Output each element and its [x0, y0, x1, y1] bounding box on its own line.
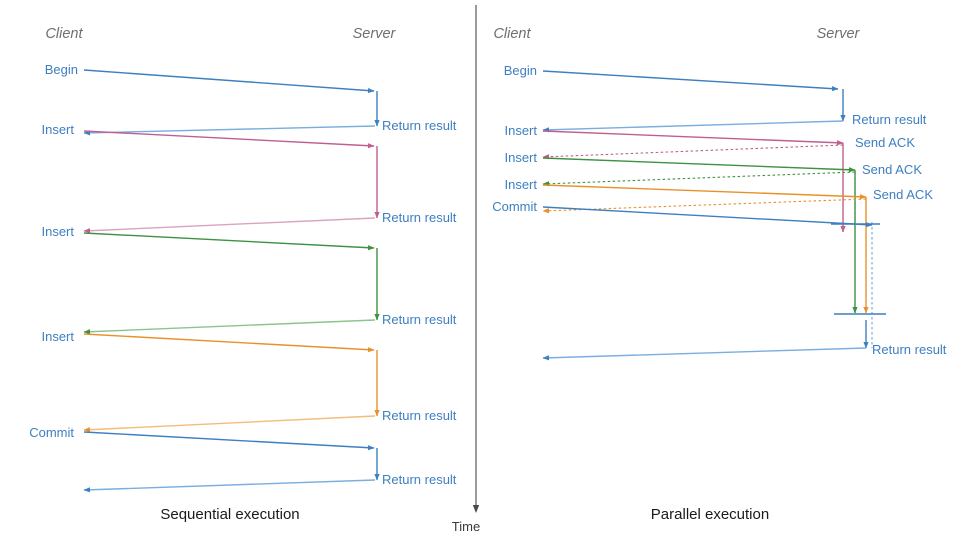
- message-arrow-response: [83, 479, 376, 493]
- message-arrow-request: [83, 431, 375, 451]
- message-arrow-request: [83, 69, 375, 94]
- panel-parallel: [542, 70, 886, 361]
- panels-group: [83, 69, 886, 493]
- message-arrow-response: [542, 198, 867, 214]
- message-arrow-response: [83, 125, 376, 136]
- message-arrow-request: [83, 333, 375, 353]
- message-arrow-response: [83, 319, 376, 335]
- message-arrow-request: [83, 232, 375, 251]
- message-arrow-response: [542, 171, 856, 187]
- message-arrow-request: [83, 130, 375, 149]
- message-arrow-request: [542, 130, 844, 146]
- message-arrow-response: [542, 144, 844, 160]
- message-arrow-response: [542, 347, 867, 361]
- message-arrow-request: [542, 70, 839, 92]
- divider-group: [472, 5, 480, 513]
- time-axis-arrowhead: [472, 505, 480, 513]
- message-arrow-request: [542, 157, 856, 173]
- message-arrow-request: [542, 184, 867, 200]
- panel-sequential: [83, 69, 380, 493]
- message-arrow-response: [83, 415, 376, 433]
- message-arrow-response: [542, 120, 844, 133]
- message-arrow-response: [83, 217, 376, 234]
- message-arrow-request: [542, 206, 873, 228]
